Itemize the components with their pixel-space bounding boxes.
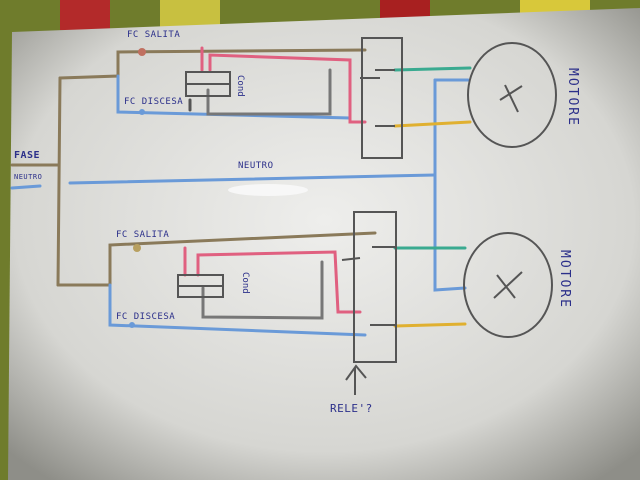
gray-wire-bottom	[201, 260, 324, 320]
whiteout-patch	[228, 184, 308, 196]
label-motore-bottom: MOTORE	[557, 250, 572, 309]
relay-bottom	[353, 211, 397, 363]
yellow-wire-top	[393, 120, 472, 128]
red-wire-bottom	[196, 250, 362, 314]
paper-sheet	[8, 8, 640, 480]
neutral-wire-top	[116, 74, 352, 120]
red-wire-top	[208, 53, 367, 124]
gray-wire-top	[206, 68, 332, 116]
label-motore-top: MOTORE	[565, 68, 580, 127]
label-fc-discesa-top: FC DISCESA	[124, 97, 184, 107]
label-fc-discesa-bottom: FC DISCESA	[116, 312, 176, 322]
label-neutro-center: NEUTRO	[238, 161, 274, 171]
label-cond-top: Cond	[235, 75, 245, 97]
motor-bottom	[463, 232, 553, 338]
yellow-wire-bottom	[393, 322, 467, 328]
label-neutro-left: NEUTRO	[14, 173, 43, 181]
relay-top	[361, 37, 403, 159]
phase-wire-bottom	[56, 231, 377, 287]
phase-wire-top	[58, 48, 367, 80]
label-fc-salita-top: FC SALITA	[127, 30, 181, 40]
label-fase: FASE	[14, 150, 41, 161]
neutral-main-wire	[68, 173, 437, 185]
green-wire-top	[393, 66, 472, 72]
phase-main-wire	[56, 76, 62, 287]
label-cond-bottom: Cond	[240, 272, 250, 294]
label-fc-salita-bottom: FC SALITA	[116, 230, 170, 240]
label-rele: RELE'?	[330, 402, 373, 415]
motor-top	[467, 42, 557, 148]
neutral-wire-bottom	[108, 283, 367, 337]
